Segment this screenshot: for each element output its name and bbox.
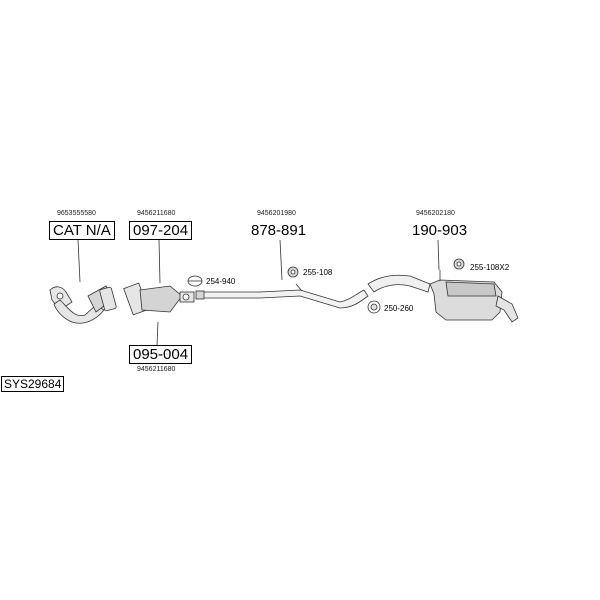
leader-middle-pipe <box>279 239 283 281</box>
label-rubber-mount-mid[interactable]: 255-108 <box>303 268 333 277</box>
leader-filter <box>156 321 159 346</box>
gasket-ring-shape <box>367 300 381 314</box>
code-cat-front[interactable]: CAT N/A <box>49 221 115 240</box>
part-number-particle-filter: 9456211680 <box>137 366 176 373</box>
label-rubber-mount-rear[interactable]: 255-108X2 <box>470 263 510 272</box>
rear-silencer-shape <box>367 270 519 323</box>
code-particle-filter[interactable]: 095-004 <box>129 345 193 364</box>
clamp-shape <box>187 275 203 287</box>
label-clamp[interactable]: 254-940 <box>206 277 236 286</box>
system-id: SYS29684 <box>1 376 65 392</box>
front-catalyst-shape <box>49 285 117 324</box>
part-number-cat-main: 9456211680 <box>137 210 176 217</box>
leader-cat-front <box>77 239 81 283</box>
rubber-mount-rear-shape <box>453 258 465 270</box>
label-gasket-ring[interactable]: 250-260 <box>384 304 414 313</box>
code-rear-silencer[interactable]: 190-903 <box>412 222 468 239</box>
leader-cat-main <box>158 239 161 284</box>
middle-pipe-shape <box>195 283 369 309</box>
rubber-mount-mid-shape <box>287 266 299 278</box>
main-catalyst-shape <box>123 282 195 316</box>
leader-rear-silencer <box>437 239 440 271</box>
part-number-cat-front: 9653555580 <box>57 210 96 217</box>
part-number-rear-silencer: 9456202180 <box>416 210 455 217</box>
code-middle-pipe[interactable]: 878-891 <box>251 222 307 239</box>
part-number-middle-pipe: 9456201980 <box>257 210 296 217</box>
code-cat-main[interactable]: 097-204 <box>129 221 193 240</box>
